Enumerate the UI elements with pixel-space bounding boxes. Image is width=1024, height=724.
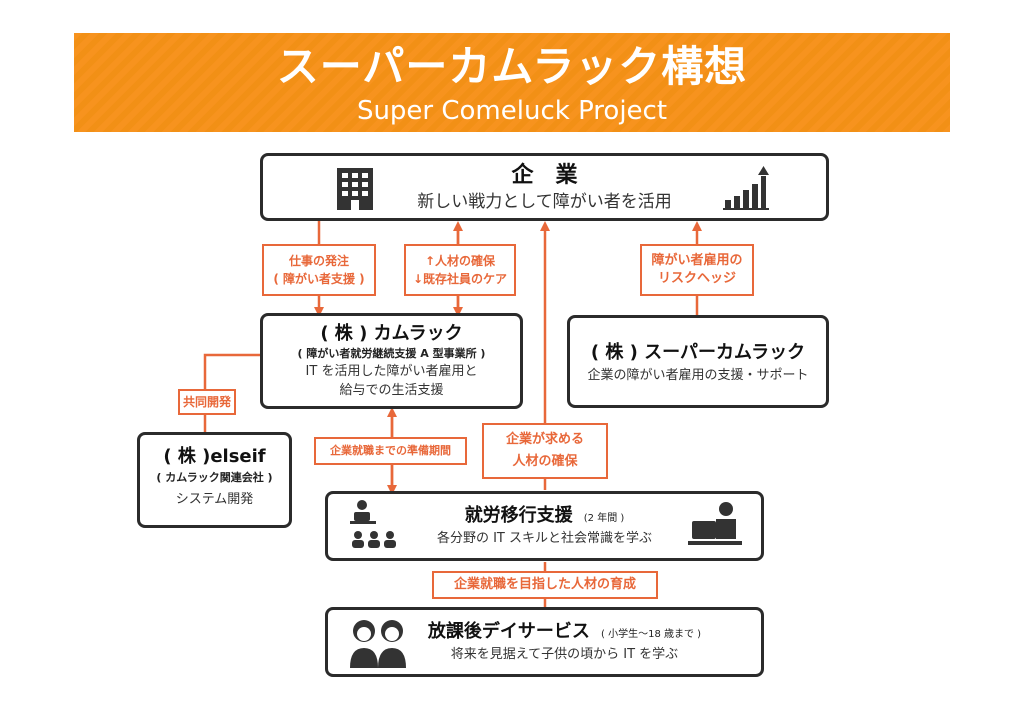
- label-hedge-line1: 障がい者雇用の: [651, 253, 743, 268]
- elseif-desc: システム開発: [175, 492, 254, 507]
- growth-chart-icon: [723, 166, 769, 210]
- computer-worker-icon: [688, 502, 742, 545]
- label-secure: 企業が求める 人材の確保: [482, 423, 608, 479]
- elseif-sub: ( カムラック関連会社 ): [156, 471, 273, 484]
- label-develop: 企業就職を目指した人材の育成: [432, 571, 658, 599]
- label-talent: ↑人材の確保 ↓既存社員のケア: [404, 244, 516, 296]
- label-order-line1: 仕事の発注: [288, 254, 349, 268]
- company-desc: 新しい戦力として障がい者を活用: [417, 192, 672, 212]
- comeluck-sub: ( 障がい者就労継続支援 A 型事業所 ): [297, 347, 486, 360]
- title-banner: スーパーカムラック構想 Super Comeluck Project: [74, 33, 950, 132]
- label-hedge: 障がい者雇用の リスクヘッジ: [640, 244, 754, 296]
- super-comeluck-desc: 企業の障がい者雇用の支援・サポート: [587, 368, 809, 383]
- elseif-box: ( 株 )elseif ( カムラック関連会社 ) システム開発: [137, 432, 292, 528]
- after-school-note: ( 小学生〜18 歳まで ): [601, 629, 702, 640]
- label-secure-line1: 企業が求める: [505, 432, 584, 447]
- label-joint: 共同開発: [178, 389, 236, 415]
- transition-box: 就労移行支援 (2 年間 ) 各分野の IT スキルと社会常識を学ぶ: [325, 491, 764, 561]
- transition-desc: 各分野の IT スキルと社会常識を学ぶ: [436, 531, 653, 546]
- label-talent-line1: ↑人材の確保: [424, 254, 496, 268]
- comeluck-desc-line1: IT を活用した障がい者雇用と: [305, 364, 478, 379]
- label-talent-line2: ↓既存社員のケア: [412, 272, 508, 286]
- banner-title: スーパーカムラック構想: [276, 42, 748, 91]
- company-box: 企 業 新しい戦力として障がい者を活用: [260, 153, 829, 221]
- label-order: 仕事の発注 ( 障がい者支援 ): [262, 244, 376, 296]
- label-prep: 企業就職までの準備期間: [314, 437, 467, 465]
- company-title: 企 業: [511, 163, 578, 188]
- super-comeluck-box: ( 株 ) スーパーカムラック 企業の障がい者雇用の支援・サポート: [567, 315, 829, 408]
- label-order-line2: ( 障がい者支援 ): [273, 272, 365, 286]
- label-hedge-line2: リスクヘッジ: [657, 271, 736, 286]
- banner-subtitle: Super Comeluck Project: [356, 96, 668, 126]
- elseif-title: ( 株 )elseif: [163, 446, 266, 467]
- comeluck-desc-line2: 給与での生活支援: [339, 383, 444, 398]
- comeluck-box: ( 株 ) カムラック ( 障がい者就労継続支援 A 型事業所 ) IT を活用…: [260, 313, 523, 409]
- after-school-desc: 将来を見据えて子供の頃から IT を学ぶ: [450, 647, 679, 662]
- label-prep-text: 企業就職までの準備期間: [330, 444, 451, 457]
- label-joint-text: 共同開発: [182, 395, 231, 409]
- seminar-icon: [350, 500, 396, 548]
- super-comeluck-title: ( 株 ) スーパーカムラック: [590, 342, 806, 363]
- comeluck-title: ( 株 ) カムラック: [320, 323, 463, 344]
- transition-note: (2 年間 ): [583, 513, 625, 524]
- label-develop-text: 企業就職を目指した人材の育成: [453, 577, 636, 592]
- children-icon: [350, 620, 406, 668]
- after-school-title: 放課後デイサービス: [427, 621, 590, 642]
- after-school-box: 放課後デイサービス ( 小学生〜18 歳まで ) 将来を見据えて子供の頃から I…: [325, 607, 764, 677]
- label-secure-line2: 人材の確保: [512, 454, 578, 469]
- transition-title: 就労移行支援: [464, 505, 573, 526]
- building-icon: [337, 168, 373, 210]
